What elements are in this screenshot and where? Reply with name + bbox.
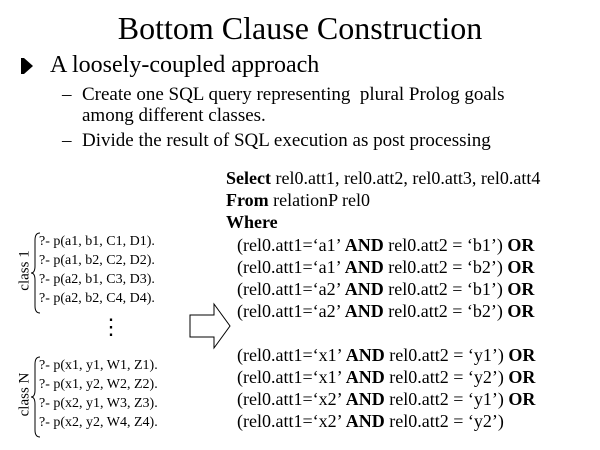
sql-keyword: OR (508, 345, 536, 365)
sql-line: (rel0.att1=‘x1’ AND rel0.att2 = ‘y2’) OR (237, 367, 535, 387)
sql-keyword: OR (508, 367, 536, 387)
sql-keyword: Where (226, 212, 278, 232)
bullet-icon (21, 58, 33, 74)
goal: ?- p(x1, y1, W1, Z1). (39, 358, 158, 373)
dash: – (62, 130, 72, 151)
sql-text: rel0.att2 = ‘y2’) (384, 367, 509, 387)
sql-keyword: OR (507, 279, 535, 299)
sql-line: (rel0.att1=‘a1’ AND rel0.att2 = ‘b1’) OR (237, 235, 534, 255)
subitem-2: Divide the result of SQL execution as po… (82, 130, 491, 151)
sql-text: (rel0.att1=‘a2’ (237, 279, 345, 299)
sql-text: (rel0.att1=‘x1’ (237, 367, 346, 387)
sql-keyword: From (226, 190, 269, 210)
sql-text: rel0.att2 = ‘y1’) (384, 345, 509, 365)
slide-title: Bottom Clause Construction (117, 10, 483, 46)
sql-keyword: AND (344, 257, 384, 277)
sql-text: rel0.att2 = ‘y1’) (384, 389, 509, 409)
sql-keyword: Select (226, 168, 271, 188)
bullet-text: A loosely-coupled approach (50, 52, 320, 78)
sql-text: rel0.att2 = ‘y2’) (384, 411, 504, 431)
sql-keyword: AND (344, 279, 384, 299)
sql-keyword: OR (507, 257, 535, 277)
sql-line: From relationP rel0 (226, 190, 370, 210)
goal: ?- p(a2, b2, C4, D4). (39, 291, 155, 306)
sql-keyword: AND (344, 301, 384, 321)
sql-line: (rel0.att1=‘x2’ AND rel0.att2 = ‘y2’) (237, 411, 504, 431)
sql-text: relationP rel0 (268, 190, 370, 210)
sql-keyword: AND (345, 389, 385, 409)
sql-text: rel0.att2 = ‘b1’) (383, 279, 508, 299)
arrow-right-icon (189, 302, 231, 350)
goal: ?- p(x1, y2, W2, Z2). (39, 377, 158, 392)
sql-text: (rel0.att1=‘a2’ (237, 301, 345, 321)
sql-text: (rel0.att1=‘x2’ (237, 411, 346, 431)
goal: ?- p(a1, b2, C2, D2). (39, 253, 155, 268)
sql-text: rel0.att2 = ‘b2’) (383, 301, 508, 321)
sql-keyword: OR (508, 389, 536, 409)
sql-line: (rel0.att1=‘a2’ AND rel0.att2 = ‘b2’) OR (237, 301, 534, 321)
brace-icon (30, 232, 41, 314)
goal: ?- p(a1, b1, C1, D1). (39, 234, 155, 249)
subitem-1-line1: Create one SQL query representing plural… (82, 84, 505, 105)
sql-line: (rel0.att1=‘x1’ AND rel0.att2 = ‘y1’) OR (237, 345, 535, 365)
sql-text: (rel0.att1=‘a1’ (237, 257, 345, 277)
sql-text: rel0.att1, rel0.att2, rel0.att3, rel0.at… (270, 168, 541, 188)
sql-line: (rel0.att1=‘a1’ AND rel0.att2 = ‘b2’) OR (237, 257, 534, 277)
sql-keyword: AND (345, 345, 385, 365)
goal: ?- p(x2, y1, W3, Z3). (39, 396, 158, 411)
sql-line: (rel0.att1=‘x2’ AND rel0.att2 = ‘y1’) OR (237, 389, 535, 409)
sql-keyword: AND (344, 235, 384, 255)
ellipsis: ⋮ (100, 314, 122, 339)
sql-text: (rel0.att1=‘x1’ (237, 345, 346, 365)
brace-icon (30, 356, 41, 438)
goal: ?- p(x2, y2, W4, Z4). (39, 415, 158, 430)
dash: – (62, 84, 72, 105)
sql-keyword: OR (507, 301, 535, 321)
sql-text: rel0.att2 = ‘b1’) (383, 235, 508, 255)
sql-text: (rel0.att1=‘a1’ (237, 235, 345, 255)
sql-line: Where (226, 212, 278, 232)
sql-keyword: OR (507, 235, 535, 255)
goal: ?- p(a2, b1, C3, D3). (39, 272, 155, 287)
sql-keyword: AND (345, 367, 385, 387)
sql-line: (rel0.att1=‘a2’ AND rel0.att2 = ‘b1’) OR (237, 279, 534, 299)
subitem-1-line2: among different classes. (82, 105, 266, 126)
sql-text: rel0.att2 = ‘b2’) (383, 257, 508, 277)
sql-text: (rel0.att1=‘x2’ (237, 389, 346, 409)
sql-line: Select rel0.att1, rel0.att2, rel0.att3, … (226, 168, 540, 188)
sql-keyword: AND (345, 411, 385, 431)
